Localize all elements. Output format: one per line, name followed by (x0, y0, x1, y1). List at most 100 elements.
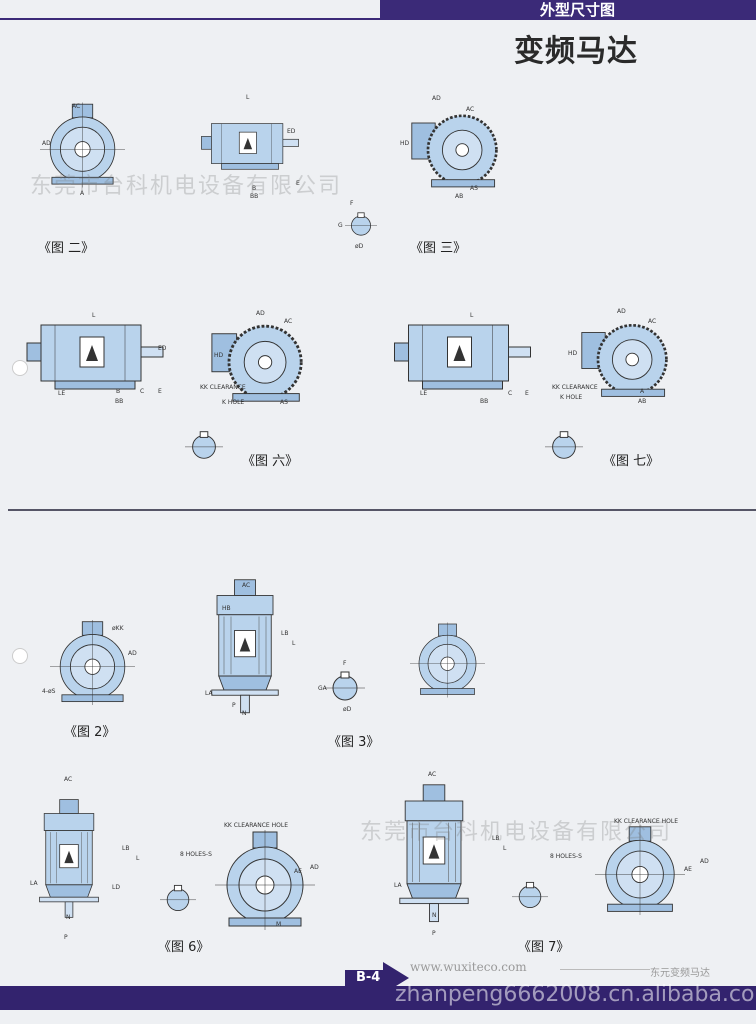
dim-label: AC (648, 318, 657, 325)
dim-label: HD (214, 352, 224, 359)
dim-label: AC (64, 776, 73, 783)
dim-label: LB (492, 835, 500, 842)
shaft-label: øD (355, 243, 364, 250)
footer-url[interactable]: www.wuxiteco.com (410, 960, 527, 974)
shaft-label: F (350, 200, 354, 207)
dim-label: AB (455, 193, 464, 200)
shaft-label: F (343, 660, 347, 667)
dim-label: AD (42, 140, 51, 147)
dim-label: C (508, 390, 513, 397)
dim-label: AB (638, 398, 647, 405)
dim-label: K HOLE (222, 399, 245, 406)
dim-label: N (432, 912, 437, 919)
dim-label: HB (222, 605, 231, 612)
figure-caption: 《图 2》 (64, 725, 116, 740)
dim-label: L (92, 312, 96, 319)
fig3-vertical-view (211, 579, 279, 714)
figure-caption: 《图 3》 (328, 735, 380, 750)
dim-label: P (64, 934, 68, 941)
dim-label: E (158, 388, 162, 395)
dim-label: KK CLEARANCE (200, 384, 246, 391)
dim-label: AD (432, 95, 441, 102)
dim-label: ED (158, 345, 167, 352)
section-divider (8, 509, 756, 511)
footer-brand: 东元变频马达 (650, 968, 710, 979)
fig2-flange-view (50, 620, 135, 705)
figure-caption: 《图 7》 (518, 940, 570, 955)
dim-label: AD (617, 308, 626, 315)
dim-label: K HOLE (560, 394, 583, 401)
dim-label: L (136, 855, 140, 862)
dim-label: HD (400, 140, 410, 147)
dim-label: AE (684, 866, 692, 873)
dim-label: A (80, 190, 85, 197)
dim-label: ED (287, 128, 296, 135)
figure-caption: 《图 三》 (410, 241, 467, 256)
shaft-label: GA (318, 685, 327, 692)
header-rule (0, 18, 380, 20)
watermark: 东莞市台科机电设备有限公司 (30, 174, 343, 199)
dim-label: N (242, 710, 247, 717)
fig6cn-side-view (26, 324, 164, 390)
binder-hole (12, 648, 28, 664)
shaft-view (325, 671, 365, 701)
dim-label: 4-øS (42, 688, 56, 695)
dim-label: AD (128, 650, 137, 657)
dim-label: AC (466, 106, 475, 113)
dim-label: L (503, 845, 507, 852)
dim-label: LA (394, 882, 402, 889)
fig6-flange-view (215, 830, 315, 930)
dim-label: P (232, 702, 236, 709)
dim-label: KK CLEARANCE HOLE (224, 822, 288, 829)
dim-label: AC (284, 318, 293, 325)
dim-label: P (432, 930, 436, 937)
shaft-view (545, 431, 583, 459)
figure-caption: 《图 六》 (242, 454, 299, 469)
watermark: 东莞市台科机电设备有限公司 (360, 820, 673, 845)
footer-rule (560, 969, 650, 970)
dim-label: LB (281, 630, 289, 637)
binder-hole (12, 360, 28, 376)
shaft-label: øD (343, 706, 352, 713)
section-header: 外型尺寸图 (380, 0, 756, 20)
dim-label: LB (122, 845, 130, 852)
dim-label: BB (250, 193, 259, 200)
shaft-label: G (338, 222, 343, 229)
dim-label: BB (480, 398, 489, 405)
dim-label: E (525, 390, 529, 397)
dim-label: B (252, 185, 257, 192)
dim-label: C (140, 388, 145, 395)
dim-label: L (470, 312, 474, 319)
dim-label: B (116, 388, 121, 395)
fig3cn-front-view (410, 114, 498, 189)
page-title: 变频马达 (514, 34, 638, 69)
footer-bar (0, 986, 756, 1010)
dim-label: øKK (112, 625, 124, 632)
dim-label: AS (470, 185, 478, 192)
fig3-flange-view (410, 622, 485, 698)
dim-label: LA (30, 880, 38, 887)
dim-label: E (296, 180, 300, 187)
dim-label: KK CLEARANCE (552, 384, 598, 391)
dim-label: 8 HOLES-S (550, 853, 582, 860)
dim-label: A (640, 388, 645, 395)
dim-label: AC (428, 771, 437, 778)
dim-label: AD (310, 864, 319, 871)
dim-label: L (292, 640, 296, 647)
dim-label: AC (242, 582, 251, 589)
dim-label: AC (72, 103, 81, 110)
dim-label: BB (115, 398, 124, 405)
dim-label: L (246, 94, 250, 101)
dim-label: 8 HOLES-S (180, 851, 212, 858)
figure-caption: 《图 6》 (158, 940, 210, 955)
shaft-view (185, 431, 223, 459)
dim-label: N (66, 914, 71, 921)
dim-label: KK CLEARANCE HOLE (614, 818, 678, 825)
dim-label: M (276, 921, 282, 928)
dim-label: LD (112, 884, 120, 891)
figure-caption: 《图 七》 (603, 454, 660, 469)
dim-label: AE (294, 868, 302, 875)
page-number: B-4 (356, 970, 381, 985)
dim-label: AD (700, 858, 709, 865)
footer-watermark: zhanpeng6662008.cn.alibaba.com (395, 982, 756, 1007)
